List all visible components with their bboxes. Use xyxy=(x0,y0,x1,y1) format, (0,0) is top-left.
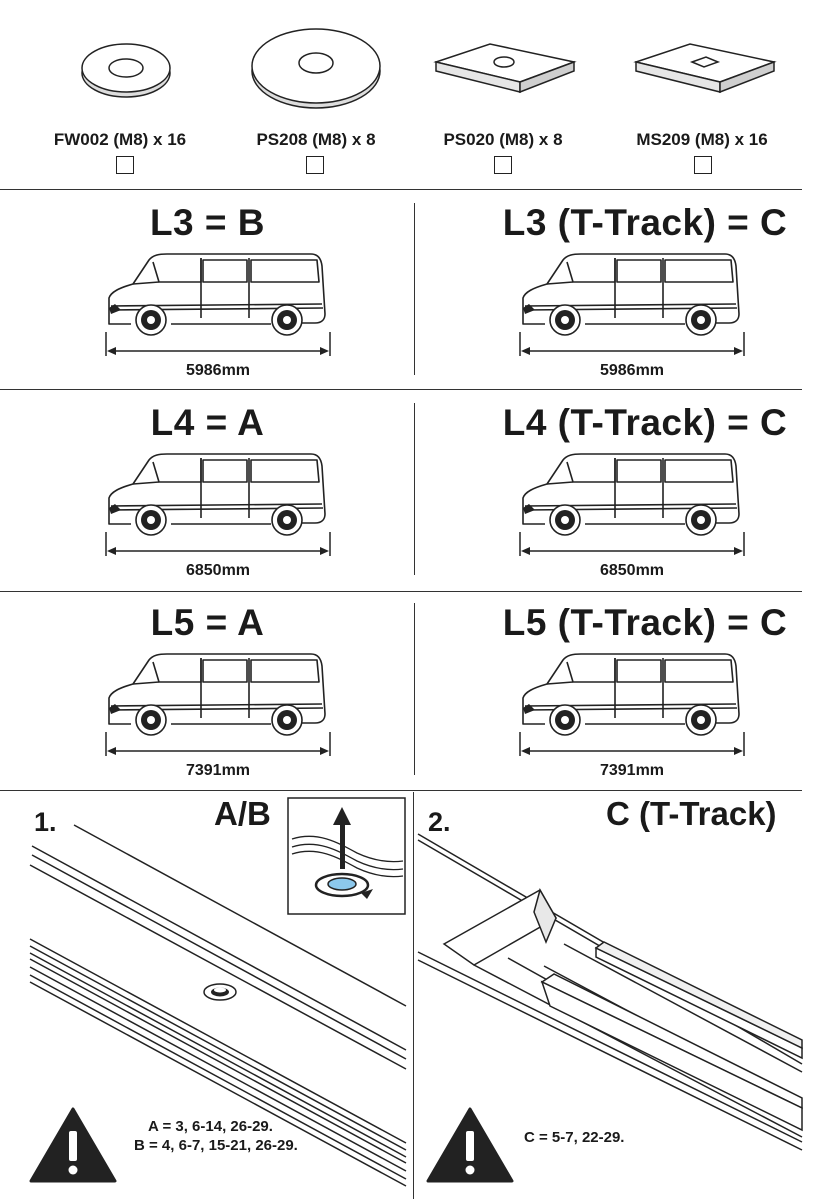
round-washer-large-icon xyxy=(251,28,381,109)
van-illustration xyxy=(514,448,746,538)
t-track-illustration xyxy=(417,833,803,1151)
part-label-ps020: PS020 (M8) x 8 xyxy=(443,130,563,149)
divider xyxy=(0,591,802,592)
warning-line: A = 3, 6-14, 26-29. xyxy=(148,1118,273,1135)
part-label-ms209: MS209 (M8) x 16 xyxy=(636,130,768,149)
roof-rail-illustration xyxy=(29,824,407,1187)
part-label-fw002: FW002 (M8) x 16 xyxy=(53,130,187,149)
vehicle-config-cell: L4 (T-Track) = C xyxy=(414,390,829,589)
length-dimension-line xyxy=(104,730,332,758)
part-checkbox-ms209[interactable] xyxy=(694,156,712,174)
step-title: C (T-Track) xyxy=(606,795,777,832)
vehicle-config-cell: L3 (T-Track) = C xyxy=(414,190,829,389)
part-label-ps208: PS208 (M8) x 8 xyxy=(256,130,376,149)
config-heading: L4 = A xyxy=(150,402,265,443)
divider xyxy=(0,389,802,390)
step-number: 1. xyxy=(34,807,57,837)
divider xyxy=(413,792,414,1199)
van-icon xyxy=(108,253,326,336)
square-plate-round-hole-icon xyxy=(433,43,577,94)
detail-inset xyxy=(287,797,406,915)
van-illustration xyxy=(514,648,746,738)
vehicle-config-cell: L4 = A xyxy=(0,390,415,589)
warning-note: C = 5-7, 22-29. xyxy=(524,1129,625,1146)
length-dimension-line xyxy=(518,730,746,758)
config-heading: L3 = B xyxy=(149,202,266,243)
divider xyxy=(0,189,802,190)
part-checkbox-ps020[interactable] xyxy=(494,156,512,174)
divider xyxy=(414,203,415,375)
vehicle-config-cell: L3 = B xyxy=(0,190,415,389)
warning-note: A = 3, 6-14, 26-29. B = 4, 6-7, 15-21, 2… xyxy=(134,1117,298,1155)
warning-icon xyxy=(29,1107,117,1183)
square-plate-square-hole-icon xyxy=(633,43,777,94)
divider xyxy=(0,790,802,791)
config-heading: L5 (T-Track) = C xyxy=(502,602,788,643)
warning-icon xyxy=(426,1107,514,1183)
van-icon xyxy=(522,453,740,536)
van-illustration xyxy=(100,648,332,738)
length-dimension-line xyxy=(518,330,746,358)
vehicle-config-cell: L5 (T-Track) = C xyxy=(414,590,829,789)
van-icon xyxy=(108,453,326,536)
step-number: 2. xyxy=(428,807,451,837)
warning-line: B = 4, 6-7, 15-21, 26-29. xyxy=(134,1137,298,1154)
length-label: 7391mm xyxy=(599,762,665,779)
van-icon xyxy=(108,653,326,736)
length-dimension-line xyxy=(104,530,332,558)
part-checkbox-ps208[interactable] xyxy=(306,156,324,174)
length-dimension-line xyxy=(104,330,332,358)
config-heading: L5 = A xyxy=(150,602,265,643)
vehicle-config-cell: L5 = A xyxy=(0,590,415,789)
config-heading: L3 (T-Track) = C xyxy=(502,202,788,243)
length-label: 5986mm xyxy=(185,362,251,379)
length-label: 7391mm xyxy=(185,762,251,779)
van-illustration xyxy=(100,248,332,338)
length-dimension-line xyxy=(518,530,746,558)
step-title: A/B xyxy=(214,795,271,832)
part-checkbox-fw002[interactable] xyxy=(116,156,134,174)
van-icon xyxy=(522,253,740,336)
van-illustration xyxy=(100,448,332,538)
length-label: 6850mm xyxy=(599,562,665,579)
van-illustration xyxy=(514,248,746,338)
divider xyxy=(414,603,415,775)
config-heading: L4 (T-Track) = C xyxy=(502,402,788,443)
length-label: 5986mm xyxy=(599,362,665,379)
round-washer-small-icon xyxy=(81,43,171,98)
divider xyxy=(414,403,415,575)
van-icon xyxy=(522,653,740,736)
length-label: 6850mm xyxy=(185,562,251,579)
